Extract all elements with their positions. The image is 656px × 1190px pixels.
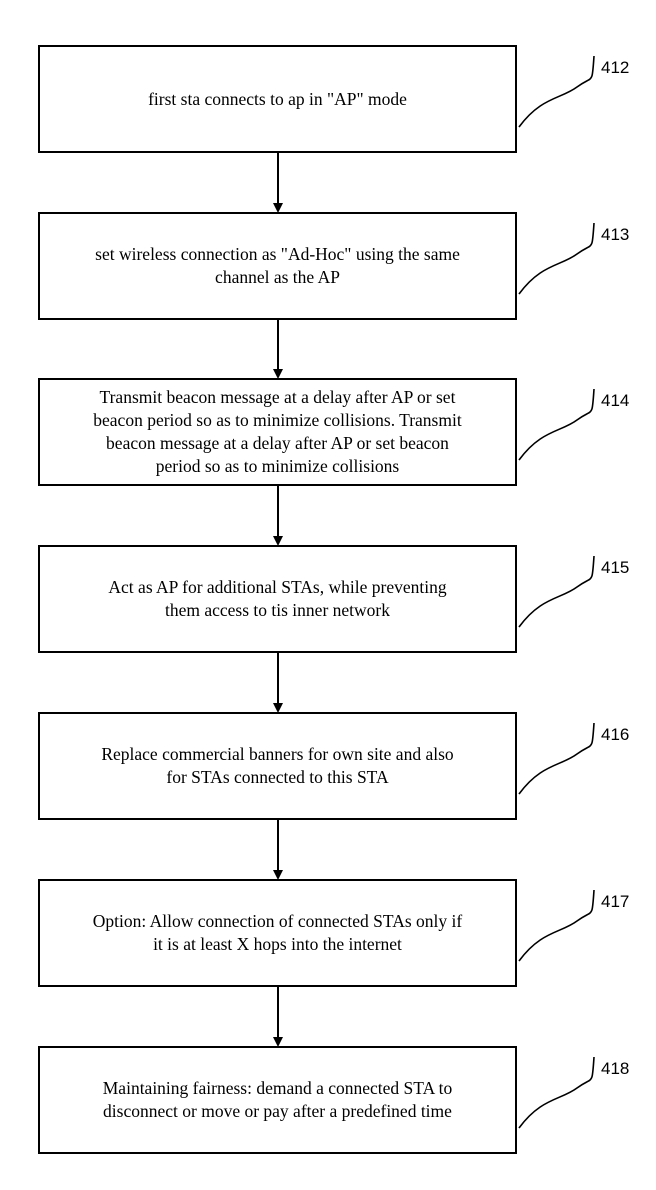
ref-leader-414 [518, 388, 595, 461]
step-418-line-2: disconnect or move or pay after a predef… [103, 1101, 452, 1121]
step-414-line-2: beacon period so as to minimize collisio… [93, 410, 462, 430]
step-417-line-2: it is at least X hops into the internet [153, 934, 402, 954]
ref-leader-413 [518, 222, 595, 295]
ref-label-414: 414 [601, 391, 630, 410]
step-text-413: set wireless connection as "Ad-Hoc" usin… [89, 243, 466, 289]
step-text-418: Maintaining fairness: demand a connected… [97, 1077, 458, 1123]
ref-leader-412 [518, 55, 595, 128]
step-415-line-1: Act as AP for additional STAs, while pre… [108, 577, 447, 597]
step-412-line-1: first sta connects to ap in "AP" mode [148, 88, 407, 109]
step-box-414: Transmit beacon message at a delay after… [38, 378, 517, 486]
step-box-415: Act as AP for additional STAs, while pre… [38, 545, 517, 653]
ref-leader-417 [518, 889, 595, 962]
step-text-415: Act as AP for additional STAs, while pre… [102, 576, 452, 622]
ref-label-412: 412 [601, 58, 630, 77]
step-416-line-1: Replace commercial banners for own site … [101, 744, 454, 764]
step-text-416: Replace commercial banners for own site … [95, 743, 459, 789]
step-414-line-1: Transmit beacon message at a delay after… [99, 387, 456, 407]
ref-leader-416 [518, 722, 595, 795]
step-413-line-1: set wireless connection as "Ad-Hoc" usin… [95, 244, 460, 264]
step-text-414: Transmit beacon message at a delay after… [87, 386, 467, 478]
step-418-line-1: Maintaining fairness: demand a connected… [102, 1078, 453, 1098]
step-text-417: Option: Allow connection of connected ST… [87, 910, 468, 956]
step-box-412: first sta connects to ap in "AP" mode [38, 45, 517, 153]
ref-leader-418 [518, 1056, 595, 1129]
step-box-417: Option: Allow connection of connected ST… [38, 879, 517, 987]
ref-leader-415 [518, 555, 595, 628]
ref-label-417: 417 [601, 892, 630, 911]
step-415-line-2: them access to tis inner network [164, 600, 390, 620]
step-416-line-2: for STAs connected to this STA [166, 767, 389, 787]
ref-label-413: 413 [601, 225, 630, 244]
step-417-line-1: Option: Allow connection of connected ST… [92, 911, 463, 931]
step-413-line-2: channel as the AP [215, 267, 340, 287]
ref-label-418: 418 [601, 1059, 630, 1078]
ref-label-415: 415 [601, 558, 630, 577]
step-box-413: set wireless connection as "Ad-Hoc" usin… [38, 212, 517, 320]
step-414-line-3: beacon message at a delay after AP or se… [106, 433, 449, 453]
step-text-412: first sta connects to ap in "AP" mode [142, 88, 413, 111]
ref-label-416: 416 [601, 725, 630, 744]
step-box-418: Maintaining fairness: demand a connected… [38, 1046, 517, 1154]
step-414-line-4: period so as to minimize collisions [155, 456, 400, 476]
step-box-416: Replace commercial banners for own site … [38, 712, 517, 820]
